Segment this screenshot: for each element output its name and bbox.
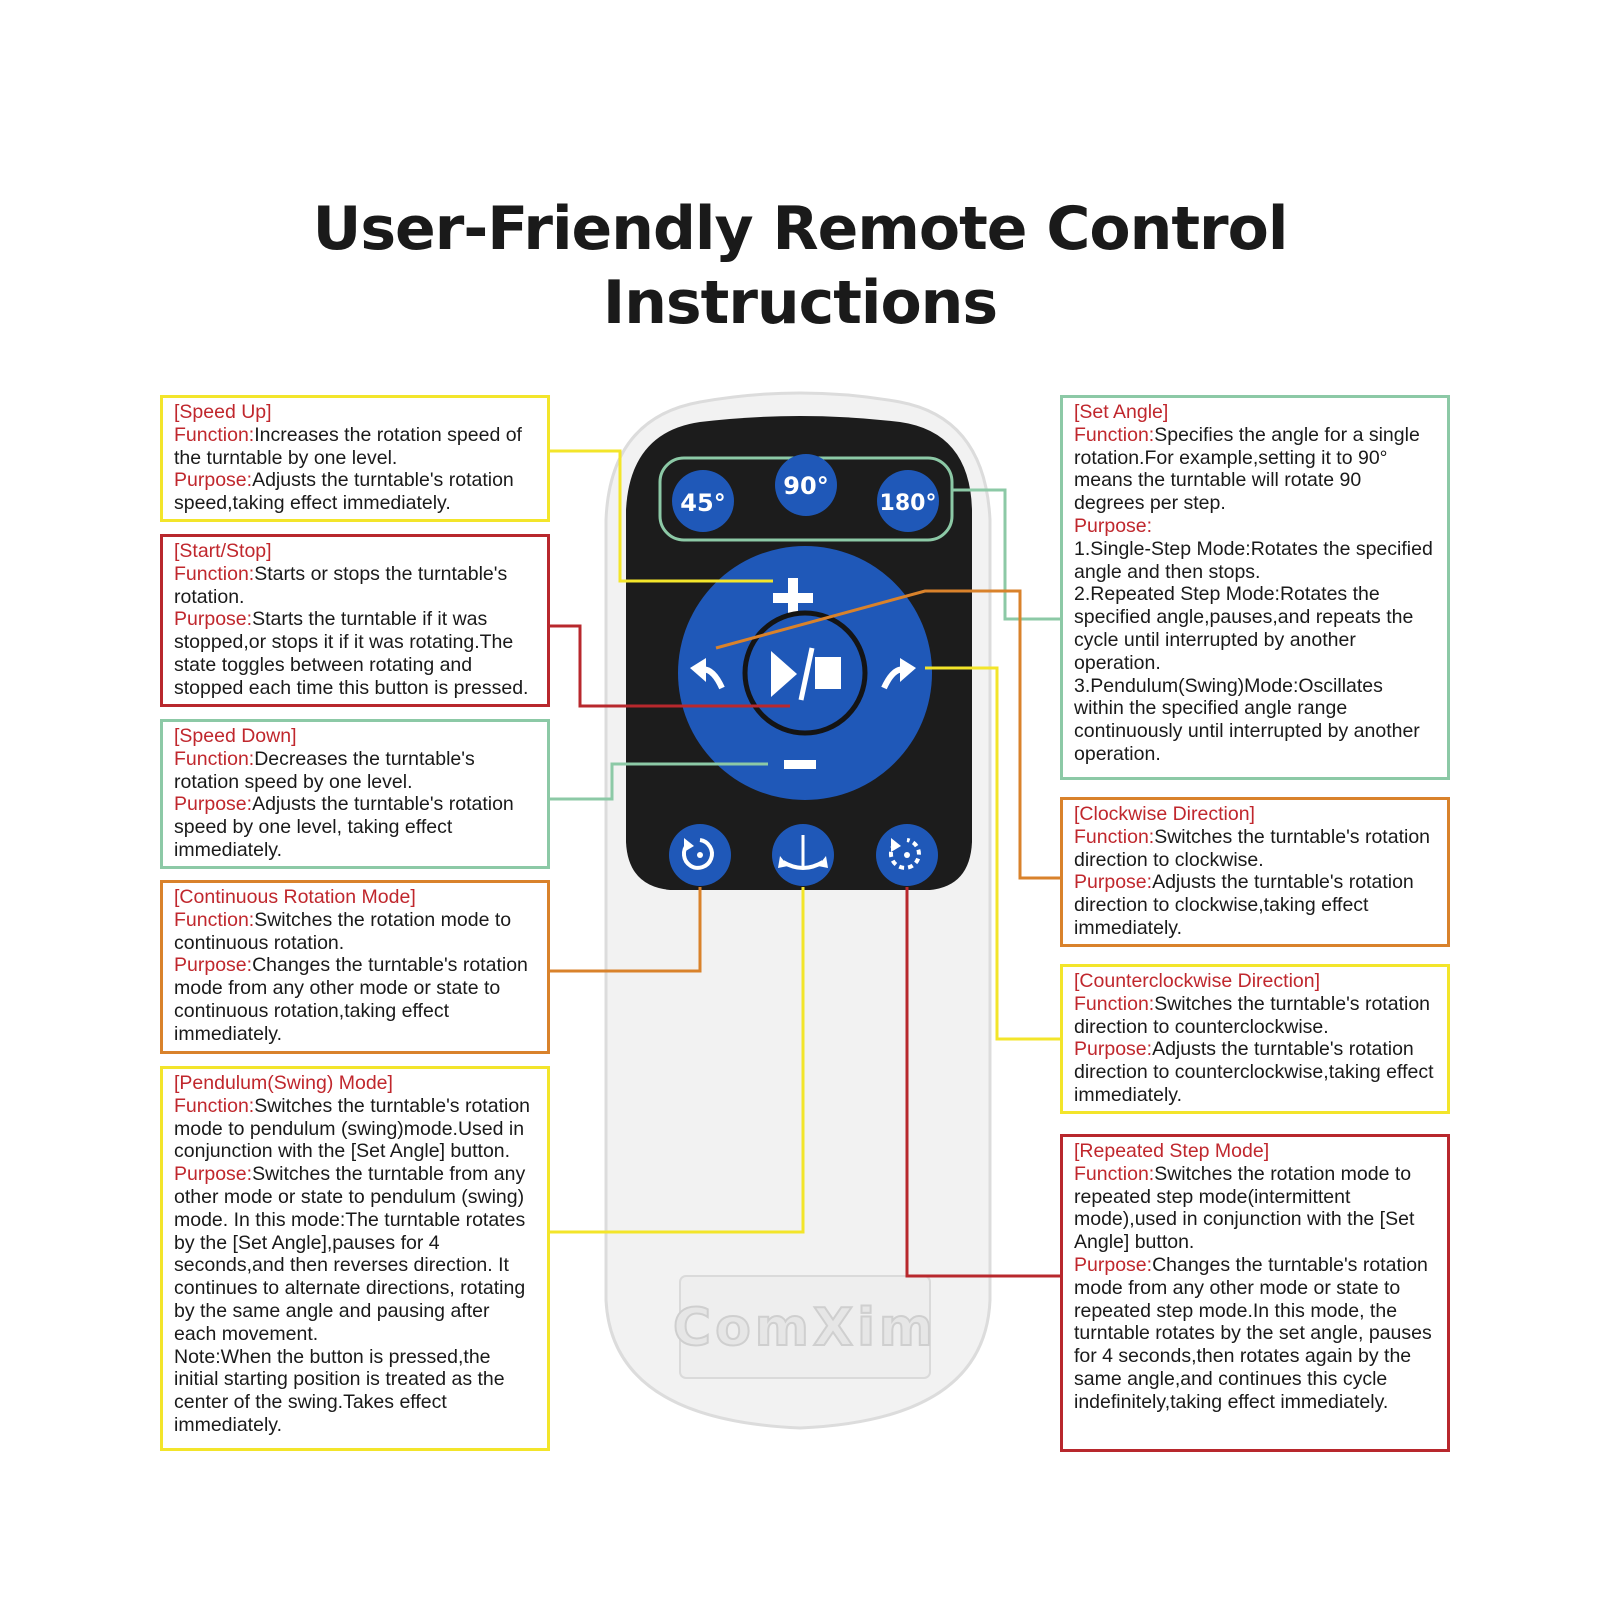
pendulum-function: Function:Switches the turntable's rotati… [174,1094,531,1163]
repeated-step-box: [Repeated Step Mode] Function:Switches t… [1060,1134,1450,1452]
angle-90-label: 90° [783,472,828,500]
continuous-rotation-button[interactable] [669,824,731,886]
stop-icon [815,657,841,689]
angle-90-button[interactable]: 90° [775,454,837,516]
set-angle-function: Function:Specifies the angle for a singl… [1074,423,1420,515]
speed-down-purpose: Purpose:Adjusts the turntable's rotation… [174,793,514,861]
counterclockwise-function: Function:Switches the turntable's rotati… [1074,992,1431,1038]
title-line-2: Instructions [602,268,998,338]
brand-panel [679,1275,931,1379]
start-stop-function: Function:Starts or stops the turntable's… [174,562,508,608]
pendulum-header: [Pendulum(Swing) Mode] [174,1072,393,1094]
start-stop-box: [Start/Stop] Function:Starts or stops th… [160,534,550,707]
clockwise-purpose: Purpose:Adjusts the turntable's rotation… [1074,871,1414,939]
repeated-step-button[interactable] [876,824,938,886]
counterclockwise-box: [Counterclockwise Direction] Function:Sw… [1060,964,1450,1114]
set-angle-purpose-label: Purpose: [1074,514,1153,537]
speed-down-header: [Speed Down] [174,725,297,747]
continuous-box: [Continuous Rotation Mode] Function:Swit… [160,880,550,1054]
clockwise-box: [Clockwise Direction] Function:Switches … [1060,797,1450,947]
speed-up-purpose: Purpose:Adjusts the turntable's rotation… [174,469,514,515]
angle-180-label: 180° [880,491,937,516]
start-stop-header: [Start/Stop] [174,540,272,562]
continuous-rotation-icon [681,838,714,870]
counterclockwise-header: [Counterclockwise Direction] [1074,970,1321,992]
page-title: User-Friendly Remote Control Instruction… [0,192,1600,340]
pendulum-purpose: Purpose:Switches the turntable from any … [174,1163,526,1345]
continuous-function: Function:Switches the rotation mode to c… [174,908,512,954]
set-angle-mode-2: 2.Repeated Step Mode:Rotates the specifi… [1074,583,1414,674]
speed-down-minus-icon[interactable] [784,760,816,769]
continuous-header: [Continuous Rotation Mode] [174,886,416,908]
set-angle-mode-3: 3.Pendulum(Swing)Mode:Oscillates within … [1074,674,1420,765]
clockwise-function: Function:Switches the turntable's rotati… [1074,825,1431,871]
angle-45-label: 45° [680,489,725,517]
set-angle-box: [Set Angle] Function:Specifies the angle… [1060,395,1450,780]
brand-logo: ComXim [673,1298,937,1358]
start-stop-purpose: Purpose:Starts the turntable if it was s… [174,608,529,699]
continuous-purpose: Purpose:Changes the turntable's rotation… [174,954,528,1045]
direction-pad[interactable] [678,546,932,800]
pendulum-note: Note:When the button is pressed,the init… [174,1345,505,1436]
pendulum-mode-button[interactable] [772,824,834,886]
speed-down-function: Function:Decreases the turntable's rotat… [174,747,475,793]
counterclockwise-purpose: Purpose:Adjusts the turntable's rotation… [1074,1038,1434,1106]
angle-45-button[interactable]: 45° [672,470,734,532]
speed-up-header: [Speed Up] [174,401,272,423]
speed-up-function: Function:Increases the rotation speed of… [174,423,522,469]
start-stop-button[interactable] [742,610,868,736]
repeated-step-header: [Repeated Step Mode] [1074,1140,1270,1162]
set-angle-header: [Set Angle] [1074,401,1169,423]
speed-down-box: [Speed Down] Function:Decreases the turn… [160,719,550,869]
repeated-step-purpose: Purpose:Changes the turntable's rotation… [1074,1253,1432,1413]
angle-180-button[interactable]: 180° [877,470,939,532]
repeated-step-function: Function:Switches the rotation mode to r… [1074,1162,1415,1254]
title-line-1: User-Friendly Remote Control [312,194,1289,264]
pendulum-box: [Pendulum(Swing) Mode] Function:Switches… [160,1066,550,1451]
speed-up-box: [Speed Up] Function:Increases the rotati… [160,395,550,522]
clockwise-header: [Clockwise Direction] [1074,803,1255,825]
set-angle-mode-1: 1.Single-Step Mode:Rotates the specified… [1074,537,1433,583]
